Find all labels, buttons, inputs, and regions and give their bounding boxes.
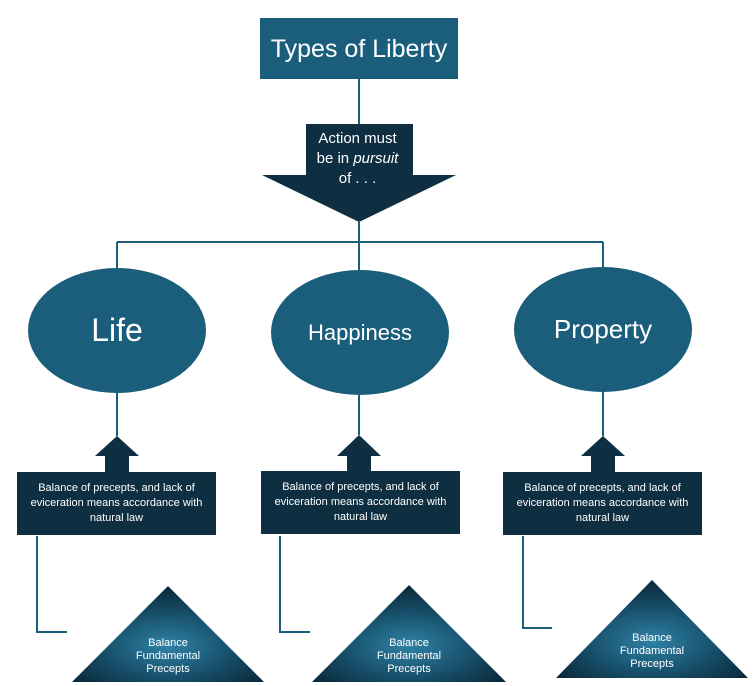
arrow-text-line-3: of . . . (338, 170, 377, 187)
connector-property-triangle (522, 536, 552, 629)
triangle-label-line: Precepts (387, 663, 431, 675)
triangle-label-line: Balance (148, 637, 188, 649)
description-box-happiness: Balance of precepts, and lack of evicera… (261, 471, 460, 534)
description-text-life: Balance of precepts, and lack of evicera… (30, 482, 203, 524)
arrow-text-prefix: be in (316, 150, 354, 167)
oval-label-life: Life (91, 312, 143, 348)
description-text-property: Balance of precepts, and lack of evicera… (516, 482, 689, 524)
arrow-text: Action must be in pursuit of . . . (300, 129, 415, 189)
title-box: Types of Liberty (260, 18, 458, 79)
oval-property: Property (514, 267, 692, 392)
connector-life-triangle (36, 536, 67, 633)
triangle-label-line: Precepts (146, 663, 190, 675)
triangle-label-line: Balance (632, 632, 672, 644)
triangle-happiness (312, 585, 506, 682)
oval-life: Life (28, 268, 206, 393)
oval-label-property: Property (553, 314, 653, 344)
triangle-label-happiness: Balance Fundamental Precepts (364, 637, 454, 676)
triangle-label-life: Balance Fundamental Precepts (123, 637, 213, 676)
up-arrow-life (95, 436, 139, 474)
up-arrow-happiness (337, 435, 381, 473)
description-box-life: Balance of precepts, and lack of evicera… (17, 472, 216, 535)
connector-happiness-triangle (279, 536, 310, 633)
arrow-text-line-2: be in pursuit (300, 149, 415, 169)
triangle-label-line: Precepts (630, 658, 674, 670)
down-arrow-shape (262, 124, 456, 222)
triangle-label-property: Balance Fundamental Precepts (607, 632, 697, 671)
oval-happiness: Happiness (271, 270, 449, 395)
triangle-label-line: Fundamental (376, 650, 442, 662)
triangle-label-line: Fundamental (619, 645, 685, 657)
triangle-label-line: Balance (389, 637, 429, 649)
arrow-text-line-1: Action must (318, 130, 397, 147)
diagram-title: Types of Liberty (270, 34, 448, 63)
triangle-life (72, 586, 264, 682)
description-box-property: Balance of precepts, and lack of evicera… (503, 472, 702, 535)
triangle-label-line: Fundamental (135, 650, 201, 662)
arrow-text-emphasis: pursuit (353, 150, 399, 167)
triangle-property (556, 580, 748, 678)
description-text-happiness: Balance of precepts, and lack of evicera… (274, 481, 447, 523)
oval-label-happiness: Happiness (308, 319, 412, 345)
up-arrow-property (581, 436, 625, 474)
